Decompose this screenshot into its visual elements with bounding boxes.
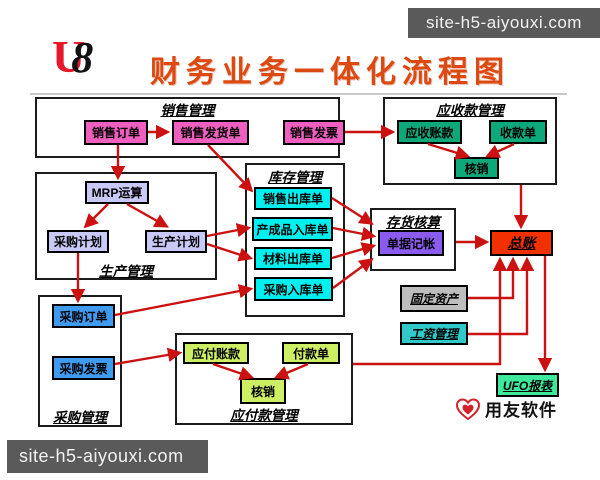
yonyou-heart-icon bbox=[455, 397, 481, 420]
node-sales-delivery: 销售发货单 bbox=[172, 120, 249, 145]
section-sales-title: 销售管理 bbox=[160, 103, 215, 118]
node-general-ledger: 总账 bbox=[490, 230, 553, 256]
node-material-outbound: 材料出库单 bbox=[254, 247, 332, 270]
node-sales-invoice: 销售发票 bbox=[283, 120, 345, 145]
section-inventory-accounting-title: 存货核算 bbox=[386, 215, 440, 230]
node-ufo-report: UFO报表 bbox=[496, 373, 559, 397]
node-accounts-receivable: 应收账款 bbox=[397, 120, 462, 144]
node-purchase-plan: 采购计划 bbox=[47, 230, 109, 253]
edge-po-to-purchase-inbound bbox=[114, 284, 254, 317]
title-divider bbox=[30, 93, 567, 95]
u8-logo: U8 bbox=[52, 34, 93, 80]
node-sales-order: 销售订单 bbox=[84, 120, 148, 145]
section-receivable-title: 应收款管理 bbox=[436, 103, 504, 118]
node-ar-writeoff: 核销 bbox=[454, 157, 499, 179]
node-sales-outbound: 销售出库单 bbox=[254, 187, 332, 210]
node-production-plan: 生产计划 bbox=[145, 230, 207, 253]
node-ap-writeoff: 核销 bbox=[240, 378, 286, 404]
edge-payroll-to-gl bbox=[468, 256, 535, 336]
node-finished-goods-inbound: 产成品入库单 bbox=[252, 217, 333, 241]
u8-logo-u: U bbox=[52, 31, 86, 82]
page-title: 财务业务一体化流程图 bbox=[150, 56, 510, 89]
edge-purchase-invoice-to-ap bbox=[114, 347, 183, 366]
node-voucher-posting: 单据记帐 bbox=[378, 230, 444, 256]
watermark-bottom: site-h5-aiyouxi.com bbox=[7, 440, 208, 473]
node-mrp: MRP运算 bbox=[85, 181, 149, 204]
edge-payable-to-gl bbox=[353, 256, 508, 366]
section-purchase-title: 采购管理 bbox=[53, 410, 107, 425]
u8-logo-eight: 8 bbox=[71, 33, 94, 82]
node-accounts-payable: 应付账款 bbox=[183, 342, 249, 364]
section-inventory-title: 库存管理 bbox=[268, 170, 322, 185]
node-purchase-order: 采购订单 bbox=[52, 304, 115, 328]
node-purchase-invoice: 采购发票 bbox=[52, 356, 115, 380]
node-payment: 付款单 bbox=[282, 342, 340, 364]
edge-fixed-assets-to-gl bbox=[468, 256, 521, 300]
node-purchase-inbound: 采购入库单 bbox=[254, 277, 333, 301]
yonyou-brand: 用友软件 bbox=[455, 396, 557, 421]
node-fixed-assets: 固定资产 bbox=[400, 285, 468, 312]
section-production-title: 生产管理 bbox=[99, 264, 153, 279]
node-payroll: 工资管理 bbox=[400, 322, 468, 345]
section-payable-title: 应付款管理 bbox=[230, 408, 298, 423]
node-receipt: 收款单 bbox=[489, 120, 547, 144]
yonyou-brand-text: 用友软件 bbox=[485, 401, 557, 420]
watermark-top: site-h5-aiyouxi.com bbox=[408, 8, 600, 38]
